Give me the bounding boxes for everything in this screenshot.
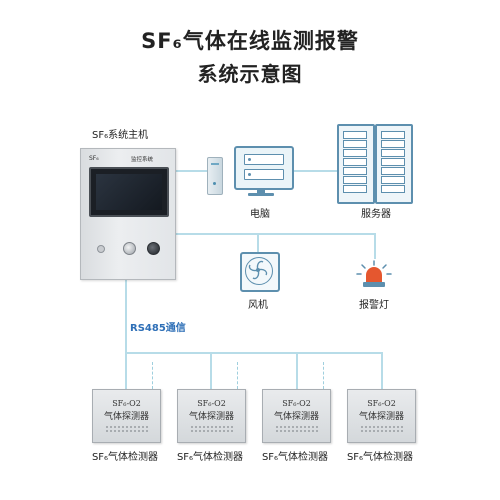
diagram-title: SF₆气体在线监测报警: [141, 29, 359, 53]
detector-model: SF₆-O2: [112, 399, 141, 408]
detector-caption: SF₆气体检测器: [176, 452, 244, 463]
link-to-lamp: [374, 233, 376, 259]
link-host-devices: [174, 233, 375, 235]
bus-dash-1: [152, 362, 153, 389]
bus-drop-2: [210, 352, 212, 389]
server-label: 服务器: [361, 209, 391, 220]
diagram-subtitle: 系统示意图: [197, 62, 303, 86]
gas-detector: SF₆-O2 气体探测器: [177, 389, 246, 443]
detector-name: 气体探测器: [358, 412, 404, 422]
bus-dash-2: [237, 362, 238, 389]
fan-icon: [240, 252, 280, 292]
host-touchscreen: [89, 167, 169, 217]
computer-tower-icon: [207, 157, 223, 195]
rs485-label: RS485通信: [130, 323, 186, 334]
computer-monitor-icon: [234, 146, 294, 190]
detector-caption: SF₆气体检测器: [91, 452, 159, 463]
computer-label: 电脑: [250, 209, 270, 220]
host-label: SF₆系统主机: [92, 130, 149, 141]
detector-name: 气体探测器: [188, 412, 234, 422]
host-cabinet: SF₆ 监控系统: [80, 148, 176, 280]
bus-drop-1: [125, 352, 127, 389]
detector-name: 气体探测器: [103, 412, 149, 422]
link-host-computer: [174, 170, 207, 172]
key-switch: [147, 242, 160, 255]
bus-dash-3: [323, 362, 324, 389]
host-panel-brand: SF₆: [89, 155, 99, 162]
gas-detector: SF₆-O2 气体探测器: [347, 389, 416, 443]
gas-detector: SF₆-O2 气体探测器: [92, 389, 161, 443]
detector-model: SF₆-O2: [367, 399, 396, 408]
gas-detector: SF₆-O2 气体探测器: [262, 389, 331, 443]
rs485-trunk: [125, 278, 127, 353]
detector-caption: SF₆气体检测器: [346, 452, 414, 463]
host-panel-text: 监控系统: [131, 157, 154, 163]
link-to-fan: [257, 233, 259, 252]
power-button: [123, 242, 136, 255]
indicator-light: [97, 245, 105, 253]
fan-label: 风机: [248, 300, 268, 311]
detector-model: SF₆-O2: [282, 399, 311, 408]
detector-name: 气体探测器: [273, 412, 319, 422]
detector-caption: SF₆气体检测器: [261, 452, 329, 463]
bus-drop-4: [381, 352, 383, 389]
server-rack-icon: [337, 124, 375, 204]
server-rack-icon: [375, 124, 413, 204]
alarm-lamp-label: 报警灯: [359, 300, 389, 311]
link-computer-server: [290, 170, 337, 172]
bus-drop-3: [296, 352, 298, 389]
rs485-bus: [125, 352, 382, 354]
detector-model: SF₆-O2: [197, 399, 226, 408]
alarm-lamp-icon: [356, 260, 392, 287]
